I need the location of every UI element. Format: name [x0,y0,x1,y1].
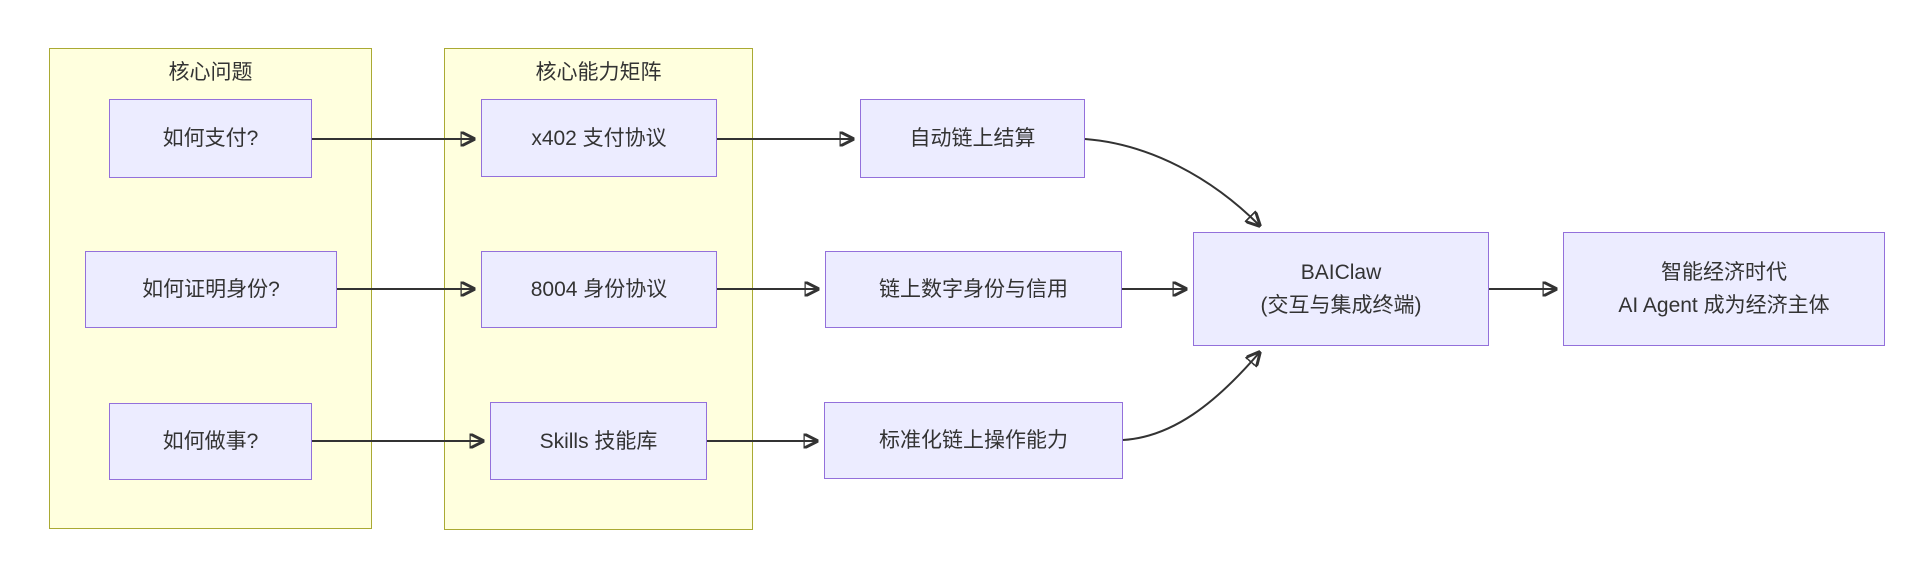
cluster-capability-matrix-title: 核心能力矩阵 [535,61,662,84]
edge-settle-baiclaw [1084,138,1259,225]
node-skills-library: Skills 技能库 [490,402,707,480]
node-x402-payment-protocol: x402 支付协议 [481,99,717,177]
node-8004-identity-protocol-label: 8004 身份协议 [530,278,668,301]
node-onchain-identity-credit-label: 链上数字身份与信用 [879,278,1068,301]
node-standardized-onchain-ops: 标准化链上操作能力 [824,402,1123,479]
node-how-to-do-things-label: 如何做事? [162,430,259,453]
node-how-to-prove-identity: 如何证明身份? [85,251,337,328]
node-ai-agent-economy-era: 智能经济时代 AI Agent 成为经济主体 [1563,232,1885,346]
node-how-to-pay-label: 如何支付? [162,127,259,150]
node-ai-agent-economy-era-line1: 智能经济时代 [1661,261,1787,284]
node-standardized-onchain-ops-label: 标准化链上操作能力 [879,429,1068,452]
node-skills-library-label: Skills 技能库 [539,429,658,453]
node-auto-onchain-settlement: 自动链上结算 [860,99,1085,178]
node-how-to-prove-identity-label: 如何证明身份? [142,278,280,301]
node-how-to-pay: 如何支付? [109,99,312,178]
node-auto-onchain-settlement-label: 自动链上结算 [909,127,1036,150]
node-x402-payment-protocol-label: x402 支付协议 [531,126,667,150]
node-8004-identity-protocol: 8004 身份协议 [481,251,717,328]
node-baiclaw-terminal-line2: (交互与集成终端) [1260,294,1422,317]
cluster-core-problems-title: 核心问题 [168,61,253,84]
node-how-to-do-things: 如何做事? [109,403,312,480]
node-baiclaw-terminal-line1: BAIClaw [1300,261,1382,284]
node-baiclaw-terminal: BAIClaw (交互与集成终端) [1193,232,1489,346]
edge-ops-baiclaw [1122,353,1259,441]
node-ai-agent-economy-era-line2: AI Agent 成为经济主体 [1618,294,1830,317]
node-onchain-identity-credit: 链上数字身份与信用 [825,251,1122,328]
